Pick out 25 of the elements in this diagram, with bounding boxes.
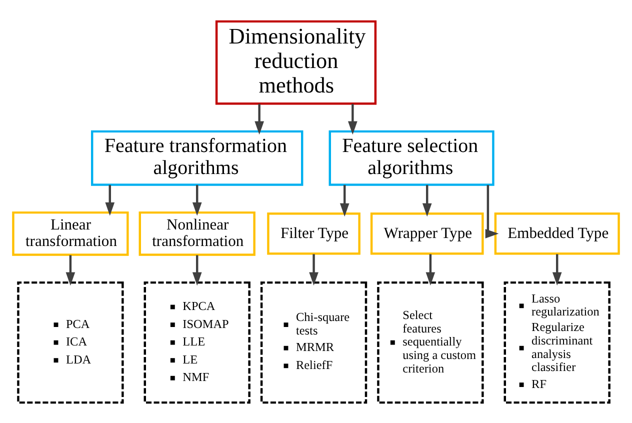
arrow — [422, 184, 432, 216]
node-box: Chi-square tests MRMR ReliefF — [260, 280, 368, 404]
arrow — [66, 254, 76, 286]
arrow — [485, 184, 499, 238]
node-box: PCA ICA LDA — [17, 280, 124, 404]
arrow — [192, 254, 202, 286]
node-box: KPCA ISOMAP LLE LE NMF — [144, 280, 250, 404]
node-box: Lasso regularization Regularize discriminant analysis classifier RF — [504, 280, 610, 404]
arrow — [340, 184, 350, 216]
node-box: Dimensionality reduction methods — [215, 20, 377, 104]
node-box: Embedded Type — [494, 212, 620, 254]
node-box: Feature selection algorithms — [328, 130, 494, 186]
node-box: Feature transformation algorithms — [91, 130, 304, 186]
arrow — [348, 103, 358, 134]
arrow — [309, 254, 318, 286]
node-box: Nonlinear transformation — [138, 210, 256, 256]
node-box: Filter Type — [267, 212, 360, 254]
arrow — [192, 184, 202, 216]
arrow — [426, 254, 436, 286]
node-box: Select features sequentially using a custom criterion — [377, 280, 484, 404]
node-box: Wrapper Type — [370, 212, 484, 254]
node-box: Linear transformation — [12, 210, 129, 256]
arrow — [105, 184, 115, 216]
arrow — [254, 103, 264, 134]
arrow — [552, 254, 562, 286]
